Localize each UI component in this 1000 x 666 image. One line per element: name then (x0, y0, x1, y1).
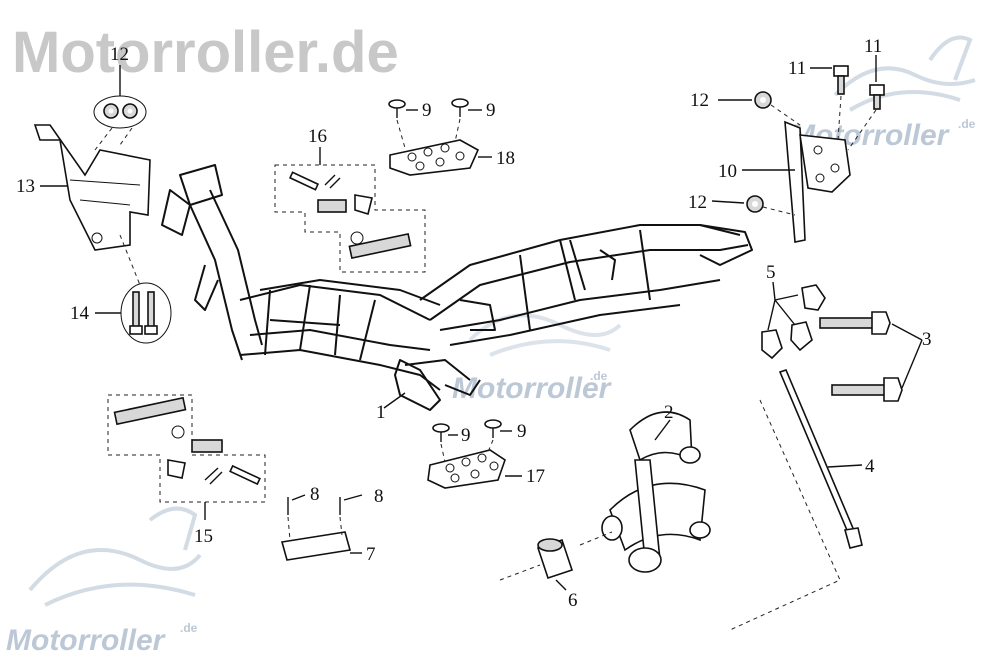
screw-part-9-a (388, 99, 418, 149)
watermark-logo-suffix-bottom: .de (180, 621, 198, 635)
watermark-logo-text-center: Motorroller (452, 372, 613, 405)
nut-group-part-12-left (93, 95, 147, 129)
watermark-logo-center: Motorroller .de (452, 313, 622, 405)
screw-part-9-d (484, 419, 512, 453)
footboard-plate-part-18 (389, 139, 492, 176)
main-frame-part-1 (161, 164, 753, 411)
callout-8-left: 8 (310, 484, 320, 505)
pin-part-8-b (339, 494, 363, 536)
callout-11-left: 11 (788, 58, 806, 79)
callout-6: 6 (568, 590, 578, 611)
nut-part-12-b (711, 195, 796, 216)
bolt-part-11-b (847, 55, 885, 151)
watermark-logo-suffix-center: .de (590, 369, 608, 383)
spring-kit-part-15 (107, 394, 266, 520)
rear-bracket-part-10 (742, 120, 851, 243)
spring-kit-part-16 (274, 147, 426, 273)
callout-12-mid-right: 12 (688, 192, 707, 213)
callout-9-bottom-left: 9 (461, 425, 471, 446)
screw-part-9-c (432, 423, 458, 463)
callout-3: 3 (922, 329, 932, 350)
callout-13: 13 (16, 176, 35, 197)
bolt-part-11-a (810, 65, 849, 141)
callout-10: 10 (718, 161, 737, 182)
callout-16: 16 (308, 126, 327, 147)
nut-part-12-a (718, 91, 801, 126)
watermark-logo-suffix: .de (958, 117, 976, 131)
bushing-part-6 (499, 531, 613, 591)
callout-7: 7 (366, 544, 376, 565)
callout-9-top-right: 9 (486, 100, 496, 121)
callout-9-bottom-right: 9 (517, 421, 527, 442)
pin-part-8-a (287, 494, 306, 541)
nut-group-part-5 (761, 281, 826, 360)
watermark-logo-bottom-left: Motorroller .de (6, 506, 202, 657)
callout-12-left: 12 (110, 44, 129, 65)
callout-2: 2 (664, 402, 674, 423)
callout-4: 4 (865, 456, 875, 477)
axle-part-4 (729, 369, 863, 631)
bolt-group-part-14 (120, 282, 172, 344)
callout-18: 18 (496, 148, 515, 169)
front-bracket-part-13 (33, 124, 151, 251)
callout-5: 5 (766, 262, 776, 283)
callout-11-right: 11 (864, 36, 882, 57)
swing-arm-part-2 (601, 411, 711, 573)
watermark-logo-text-bottom: Motorroller (6, 624, 167, 657)
long-bolt-part-3-b (831, 377, 903, 402)
footboard-plate-part-17 (427, 449, 522, 489)
callout-1: 1 (376, 402, 386, 423)
callout-9-top-left: 9 (422, 100, 432, 121)
callout-14: 14 (70, 303, 90, 324)
callout-17: 17 (526, 466, 545, 487)
callout-8-right: 8 (374, 486, 384, 507)
screw-part-9-b (451, 98, 482, 143)
cover-plate-part-7 (280, 531, 362, 561)
long-bolt-part-3-a (819, 311, 891, 335)
callout-12-top-right: 12 (690, 90, 709, 111)
watermark-top-text: Motorroller.de (12, 20, 399, 85)
callout-15: 15 (194, 526, 213, 547)
